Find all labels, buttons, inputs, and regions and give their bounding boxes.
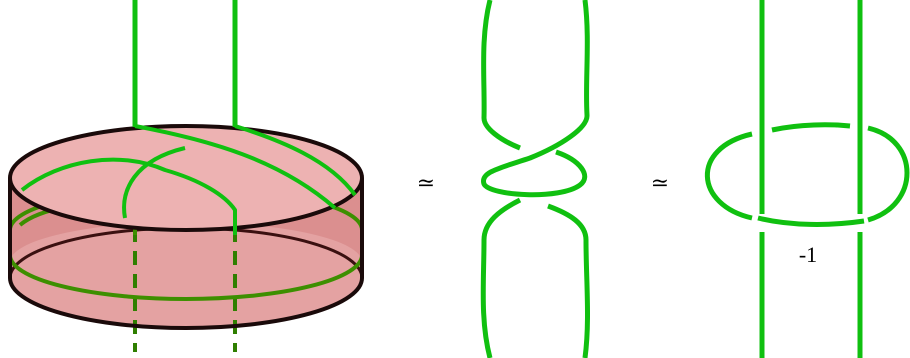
cylinder-side: [10, 178, 362, 328]
framing-label: -1: [799, 242, 817, 267]
twist-right-upper: [481, 0, 590, 198]
twist-panel: [480, 0, 591, 358]
relation-symbol-1: ≃: [417, 170, 435, 195]
side-band-lower: [8, 254, 364, 301]
surgery-panel: -1: [704, 0, 910, 358]
surgery-circle-right: [867, 125, 910, 223]
top-strand-c: [20, 157, 237, 235]
top-strand-d: [122, 146, 186, 219]
twist-left-upper: [481, 0, 521, 151]
surgery-circle-front: [757, 215, 865, 227]
relation-symbol-2: ≃: [651, 170, 669, 195]
top-strand-b: [234, 124, 357, 197]
cylinder-bottom-front-edge: [8, 277, 364, 330]
twist-right-lower: [547, 203, 591, 358]
top-strand-a: [134, 124, 337, 210]
twist-left-lower: [480, 197, 522, 358]
surgery-circle-left: [704, 131, 753, 221]
cylinder-panel: [8, 0, 364, 352]
surgery-circle-back: [771, 122, 851, 133]
